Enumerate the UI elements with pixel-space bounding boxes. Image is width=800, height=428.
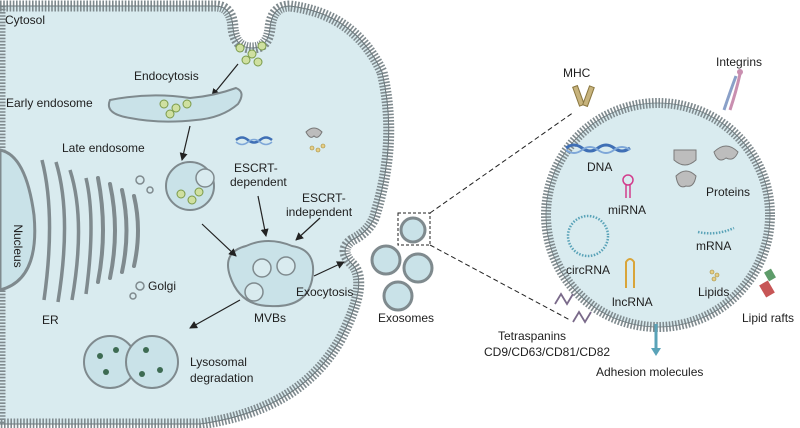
circrna-icon: [566, 214, 610, 258]
zoom-box: [397, 212, 431, 246]
exosome-detail: MHC Integrins DNA Proteins miRNA mRNA ci…: [484, 55, 794, 379]
integrin-icon: [722, 69, 743, 111]
label-endocytosis: Endocytosis: [134, 69, 199, 83]
label-exosomes: Exosomes: [378, 311, 434, 325]
cell: [0, 0, 395, 428]
endocytosis-arrow: [211, 63, 239, 97]
label-adhesion-molecules: Adhesion molecules: [596, 365, 703, 379]
label-mirna: miRNA: [608, 203, 646, 217]
label-golgi: Golgi: [148, 279, 176, 293]
lipids-icon: [709, 269, 720, 282]
early-to-late-arrow: [179, 125, 191, 161]
label-lipid-rafts: Lipid rafts: [742, 311, 794, 325]
tetraspanins-icon: [554, 292, 592, 324]
degradation-arrow: [189, 299, 241, 329]
released-exosomes: [370, 216, 434, 312]
endocytosed-cargo: [235, 41, 267, 67]
label-escrt-dependent-2: dependent: [230, 175, 287, 189]
label-dna: DNA: [587, 160, 612, 174]
label-escrt-dependent-1: ESCRT-: [234, 161, 278, 175]
label-escrt-independent-1: ESCRT-: [302, 191, 346, 205]
label-tetraspanins-2: CD9/CD63/CD81/CD82: [484, 345, 610, 359]
endoplasmic-reticulum: [40, 159, 93, 303]
mirna-icon: [622, 174, 634, 198]
label-lysosomal-1: Lysosomal: [190, 355, 247, 369]
cell-labels: Cytosol Endocytosis Early endosome Late …: [5, 13, 353, 385]
label-nucleus: Nucleus: [11, 224, 25, 267]
label-tetraspanins-1: Tetraspanins: [498, 329, 566, 343]
nucleus: [0, 148, 37, 292]
label-cytosol: Cytosol: [5, 13, 45, 27]
label-mvbs: MVBs: [254, 311, 286, 325]
label-proteins: Proteins: [706, 185, 750, 199]
label-er: ER: [42, 313, 59, 327]
label-circrna: circRNA: [566, 263, 610, 277]
label-mrna: mRNA: [696, 239, 731, 253]
label-escrt-independent-2: independent: [286, 205, 353, 219]
label-lncrna: lncRNA: [612, 295, 653, 309]
label-late-endosome: Late endosome: [62, 141, 145, 155]
mhc-icon: [572, 84, 595, 108]
cytosol-dna-icon: [235, 136, 273, 144]
label-integrins: Integrins: [716, 55, 762, 69]
cytosol-lipid-icon: [309, 143, 326, 153]
proteins-icon: [673, 145, 739, 188]
lysosome: [83, 335, 179, 389]
early-endosome-cargo: [159, 99, 192, 119]
adhesion-molecule-icon: [651, 324, 661, 356]
dna-icon: [565, 143, 631, 153]
lncrna-icon: [625, 258, 635, 288]
lipid-rafts-icon: [759, 268, 776, 298]
label-lysosomal-2: degradation: [190, 371, 253, 385]
mrna-icon: [697, 226, 735, 235]
label-exocytosis: Exocytosis: [296, 285, 353, 299]
cytosol-protein-icon: [305, 127, 323, 138]
exocytosis-arrow: [313, 261, 345, 277]
label-mhc: MHC: [563, 66, 591, 80]
label-lipids: Lipids: [698, 285, 729, 299]
golgi: [96, 176, 140, 284]
label-early-endosome: Early endosome: [6, 96, 93, 110]
